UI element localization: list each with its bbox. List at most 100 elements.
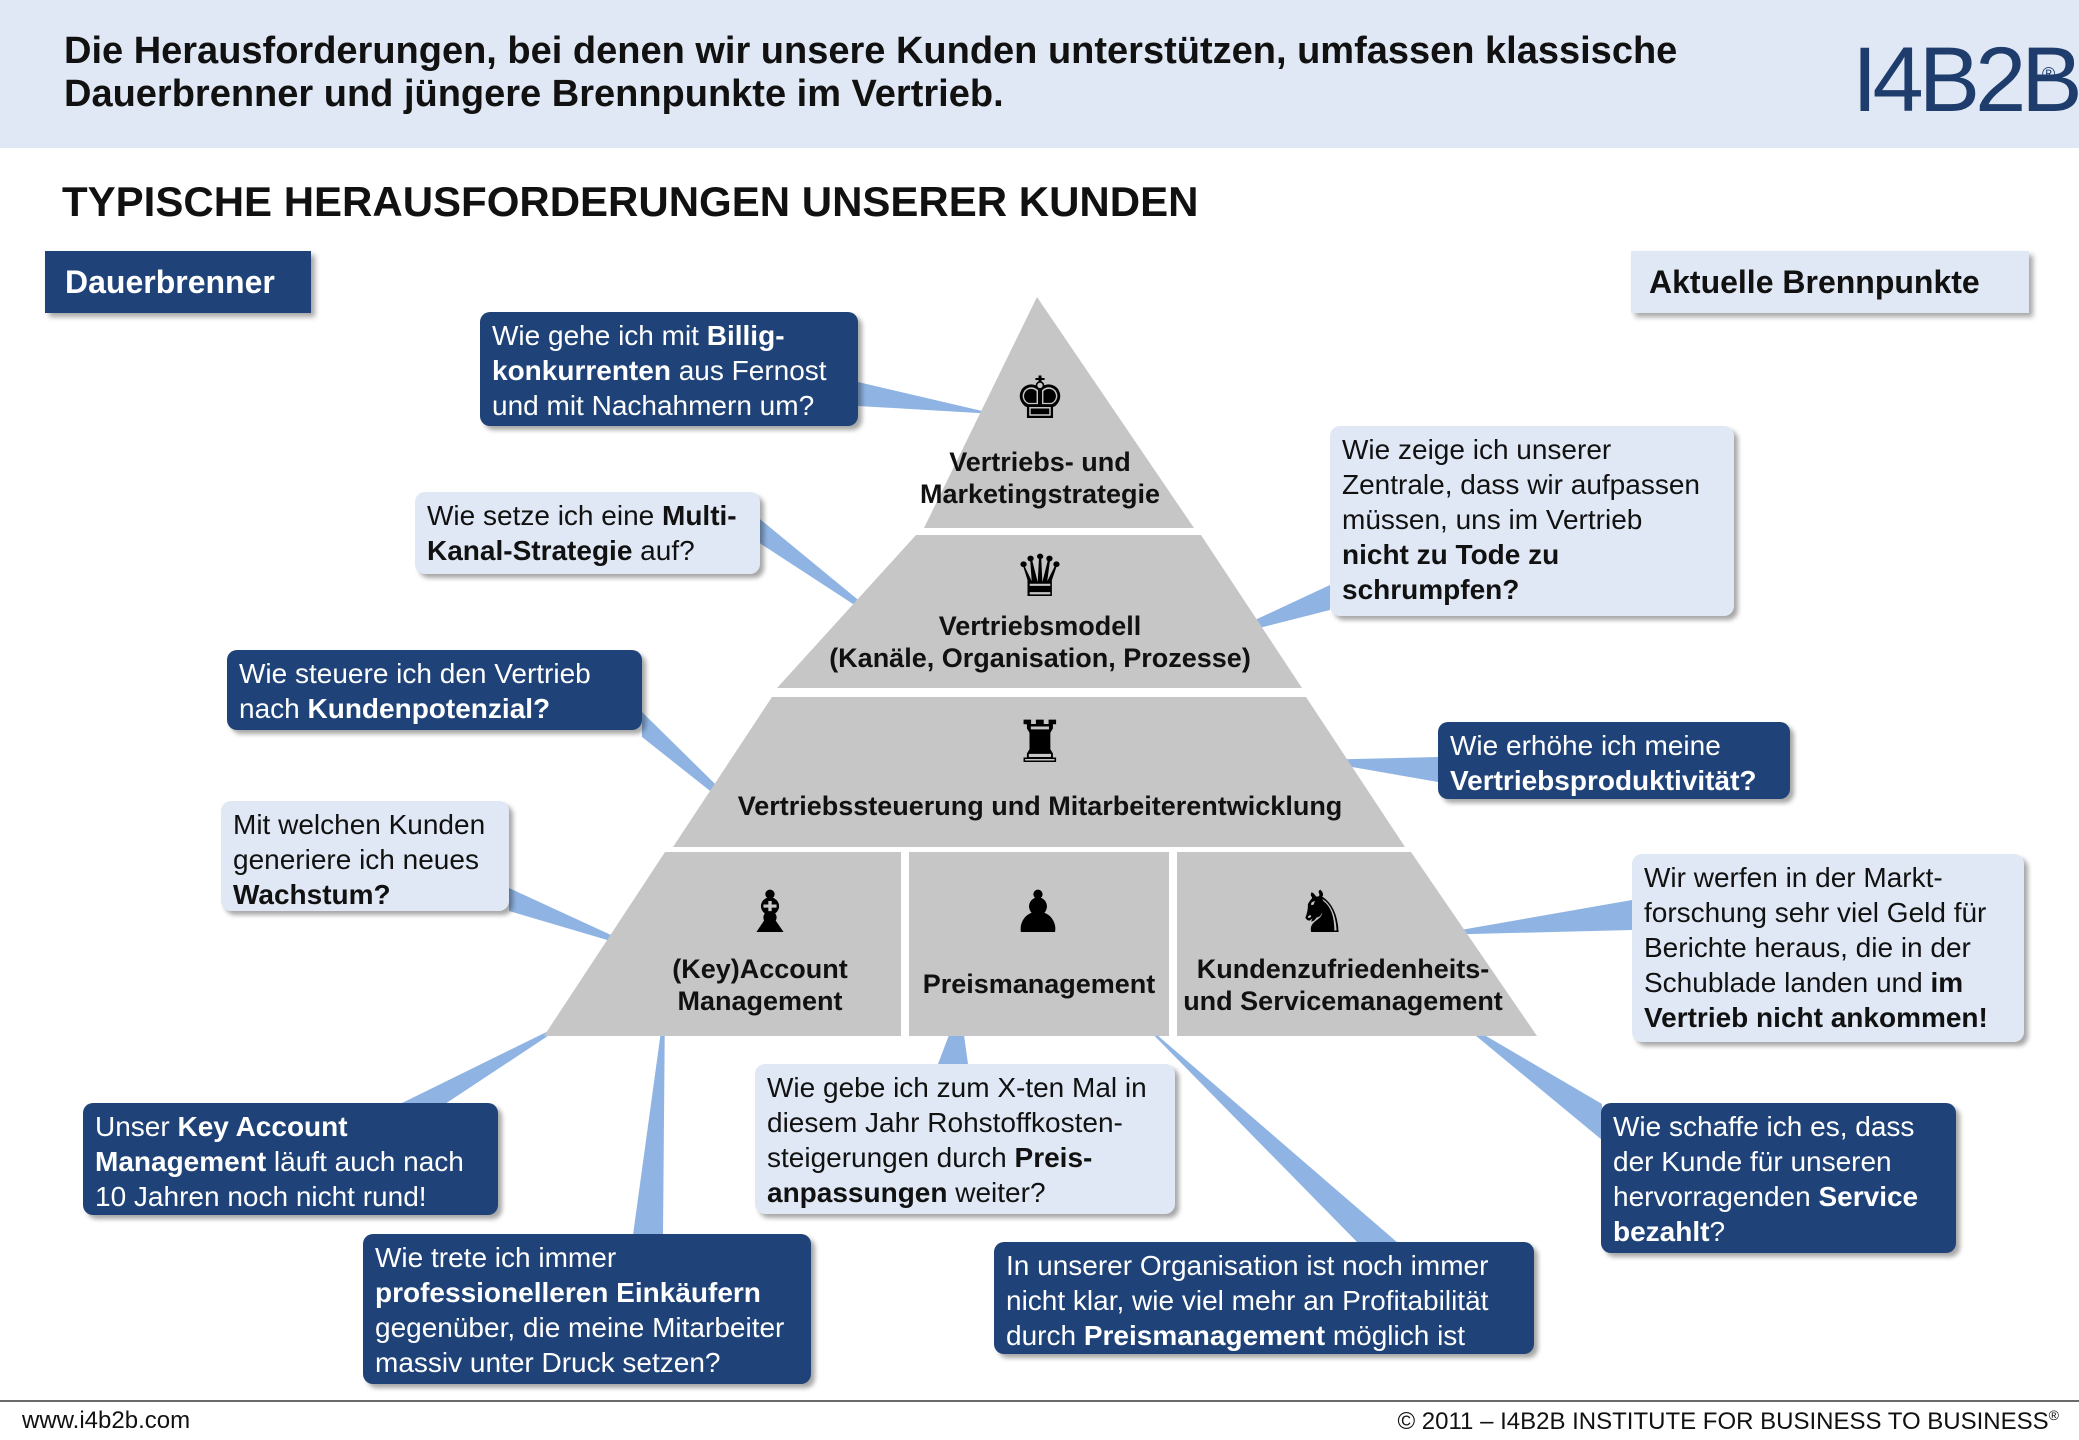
bubble-service-l1: Wie schaffe ich es, dass: [1613, 1111, 1915, 1142]
footer-copyright: © 2011 – I4B2B INSTITUTE FOR BUSINESS TO…: [1397, 1407, 2059, 1436]
tier3-label: Vertriebssteuerung und Mitarbeiterentwic…: [700, 790, 1380, 822]
queen-chess-icon: ♛: [1014, 544, 1066, 609]
bubble-wachstum: Mit welchen Kunden generiere ich neues W…: [221, 801, 509, 911]
pyramid-tier-2: [777, 535, 1302, 688]
bubble-keyaccount-l1b: Key Account: [177, 1111, 348, 1142]
pyramid-tiers: [544, 297, 1537, 1036]
bubble-zentrale: Wie zeige ich unserer Zentrale, dass wir…: [1330, 426, 1734, 616]
bubble-produktivitaet-l1: Wie erhöhe ich meine: [1450, 730, 1721, 761]
tier1-label-line2: Marketingstrategie: [919, 479, 1161, 509]
bubble-billigkonkurrenten: Wie gehe ich mit Billig- konkurrenten au…: [480, 312, 858, 426]
bubble-keyaccount-l1a: Unser: [95, 1111, 178, 1142]
bubble-einkaeufer-l3: gegenüber, die meine Mitarbeiter: [375, 1312, 785, 1343]
bubble-zentrale-l4: nicht zu Tode zu: [1342, 539, 1560, 570]
bubble-profitabilitaet-l1: In unserer Organisation ist noch immer: [1006, 1250, 1489, 1281]
bubble-einkaeufer: Wie trete ich immer professionelleren Ei…: [363, 1234, 811, 1384]
bubble-marktforschung-l3: Berichte heraus, die in der: [1644, 932, 1971, 963]
bubble-service-l3a: hervorragenden: [1613, 1181, 1819, 1212]
footer-registered-mark: ®: [2048, 1407, 2059, 1423]
bubble-billig-l1b: Billig-: [706, 320, 785, 351]
bubble-profitabilitaet-l2: nicht klar, wie viel mehr an Profitabili…: [1006, 1285, 1489, 1316]
bubble-billig-l2a: konkurrenten: [492, 355, 671, 386]
bubble-marktforschung: Wir werfen in der Markt- forschung sehr …: [1632, 854, 2024, 1042]
pyramid-tier-4-right: [1177, 852, 1537, 1036]
bubble-service-l4b: ?: [1709, 1216, 1726, 1247]
bubble-vertriebsproduktivitaet: Wie erhöhe ich meine Vertriebsproduktivi…: [1438, 722, 1790, 799]
bubble-service-l3b: Service: [1818, 1181, 1919, 1212]
tier4-right-label-line1: Kundenzufriedenheits-: [1196, 954, 1490, 984]
tier4-middle-label-line1: Preismanagement: [922, 969, 1156, 999]
bubble-profitabilitaet-l3c: möglich ist: [1325, 1320, 1466, 1351]
tier4-left-label-line2: Management: [677, 986, 843, 1016]
bubble-profitabilitaet: In unserer Organisation ist noch immer n…: [994, 1242, 1534, 1354]
pointer-keyaccount: [400, 1018, 575, 1104]
logo-text: I4B2B: [1852, 29, 2079, 131]
tier4-middle-label: Preismanagement: [910, 968, 1168, 1000]
tier2-label-line2: (Kanäle, Organisation, Prozesse): [829, 643, 1251, 673]
tier3-label-line1: Vertriebssteuerung und Mitarbeiterentwic…: [737, 791, 1343, 821]
footer-copyright-text: © 2011 – I4B2B INSTITUTE FOR BUSINESS TO…: [1397, 1408, 2049, 1435]
bubble-keyaccount-l2a: Management: [95, 1146, 267, 1177]
bubble-wachstum-l2: generiere ich neues: [233, 844, 479, 875]
bubble-billig-l3: und mit Nachahmern um?: [492, 390, 815, 421]
knight-chess-icon: ♞: [1296, 880, 1348, 945]
tier4-right-label-line2: und Servicemanagement: [1183, 986, 1503, 1016]
bubble-einkaeufer-l1: Wie trete ich immer: [375, 1242, 617, 1273]
bubble-wachstum-l3: Wachstum?: [233, 879, 391, 910]
pointer-einkaeufer: [633, 1002, 665, 1235]
header-band: Die Herausforderungen, bei denen wir uns…: [0, 0, 2079, 148]
footer-website-link[interactable]: www.i4b2b.com: [22, 1407, 191, 1434]
bubble-rohstoff-l4a: anpassungen: [767, 1177, 948, 1208]
bubble-multikanal-l1a: Wie setze ich eine: [427, 500, 662, 531]
bubble-multikanal: Wie setze ich eine Multi- Kanal-Strategi…: [415, 492, 760, 574]
bubble-marktforschung-l5: Vertrieb nicht ankommen!: [1644, 1002, 1988, 1033]
pyramid-tier-3: [673, 697, 1405, 847]
tier4-right-label: Kundenzufriedenheits- und Servicemanagem…: [1178, 953, 1508, 1017]
callout-pointers: [400, 382, 1632, 1243]
logo-registered-mark: ®: [2042, 64, 2056, 84]
bubble-billig-l2b: aus Fernost: [670, 355, 827, 386]
tag-dauerbrenner: Dauerbrenner: [45, 251, 311, 313]
bubble-marktforschung-l2: forschung sehr viel Geld für: [1644, 897, 1987, 928]
bubble-profitabilitaet-l3b: Preismanagement: [1083, 1320, 1326, 1351]
bubble-multikanal-l1b: Multi-: [662, 500, 737, 531]
tier4-left-label: (Key)Account Management: [650, 953, 870, 1017]
bubble-zentrale-l2: Zentrale, dass wir aufpassen: [1342, 469, 1700, 500]
bubble-rohstoffkosten: Wie gebe ich zum X-ten Mal in diesem Jah…: [755, 1064, 1175, 1214]
bubble-service-l4a: bezahlt: [1613, 1216, 1710, 1247]
bubble-potenzial-l2b: Kundenpotenzial?: [307, 693, 551, 724]
bubble-multikanal-l2b: auf?: [632, 535, 695, 566]
bubble-service: Wie schaffe ich es, dass der Kunde für u…: [1601, 1103, 1956, 1253]
bubble-marktforschung-l4a: Schublade landen und: [1644, 967, 1931, 998]
tier1-label-line1: Vertriebs- und: [949, 447, 1131, 477]
tag-aktuelle-brennpunkte: Aktuelle Brennpunkte: [1631, 251, 2029, 313]
bubble-potenzial-l1: Wie steuere ich den Vertrieb: [239, 658, 591, 689]
tier2-label-line1: Vertriebsmodell: [938, 611, 1142, 641]
bubble-zentrale-l1: Wie zeige ich unserer: [1342, 434, 1612, 465]
logo: I4B2B ®: [1852, 34, 2079, 126]
bubble-billig-l1a: Wie gehe ich mit: [492, 320, 707, 351]
bubble-rohstoff-l3a: steigerungen durch: [767, 1142, 1015, 1173]
header-title: Die Herausforderungen, bei denen wir uns…: [64, 30, 1678, 115]
bubble-service-l2: der Kunde für unseren: [1613, 1146, 1892, 1177]
bishop-chess-icon: ♝: [744, 880, 796, 945]
bubble-wachstum-l1: Mit welchen Kunden: [233, 809, 486, 840]
pointer-profitabilitaet: [1135, 1016, 1398, 1243]
king-chess-icon: ♚: [1014, 366, 1066, 431]
pyramid-tier-4-left: [544, 852, 901, 1036]
pointer-billig: [858, 382, 995, 414]
bubble-zentrale-l3: müssen, uns im Vertrieb: [1342, 504, 1643, 535]
bubble-marktforschung-l1: Wir werfen in der Markt-: [1644, 862, 1943, 893]
bubble-multikanal-l2a: Kanal-Strategie: [427, 535, 633, 566]
bubble-keyaccount-l2b: läuft auch nach: [266, 1146, 464, 1177]
bubble-zentrale-l5: schrumpfen?: [1342, 574, 1520, 605]
bubble-keyaccount-l3: 10 Jahren noch nicht rund!: [95, 1181, 427, 1212]
pointer-marktforschung: [1432, 900, 1632, 935]
tier1-label: Vertriebs- und Marketingstrategie: [880, 446, 1200, 510]
bubble-einkaeufer-l4: massiv unter Druck setzen?: [375, 1347, 721, 1378]
pyramid-tier-1: [924, 297, 1194, 528]
section-title: TYPISCHE HERAUSFORDERUNGEN UNSERER KUNDE…: [62, 178, 1199, 225]
bubble-profitabilitaet-l3a: durch: [1006, 1320, 1084, 1351]
bubble-einkaeufer-l2: professionelleren Einkäufern: [375, 1277, 761, 1308]
